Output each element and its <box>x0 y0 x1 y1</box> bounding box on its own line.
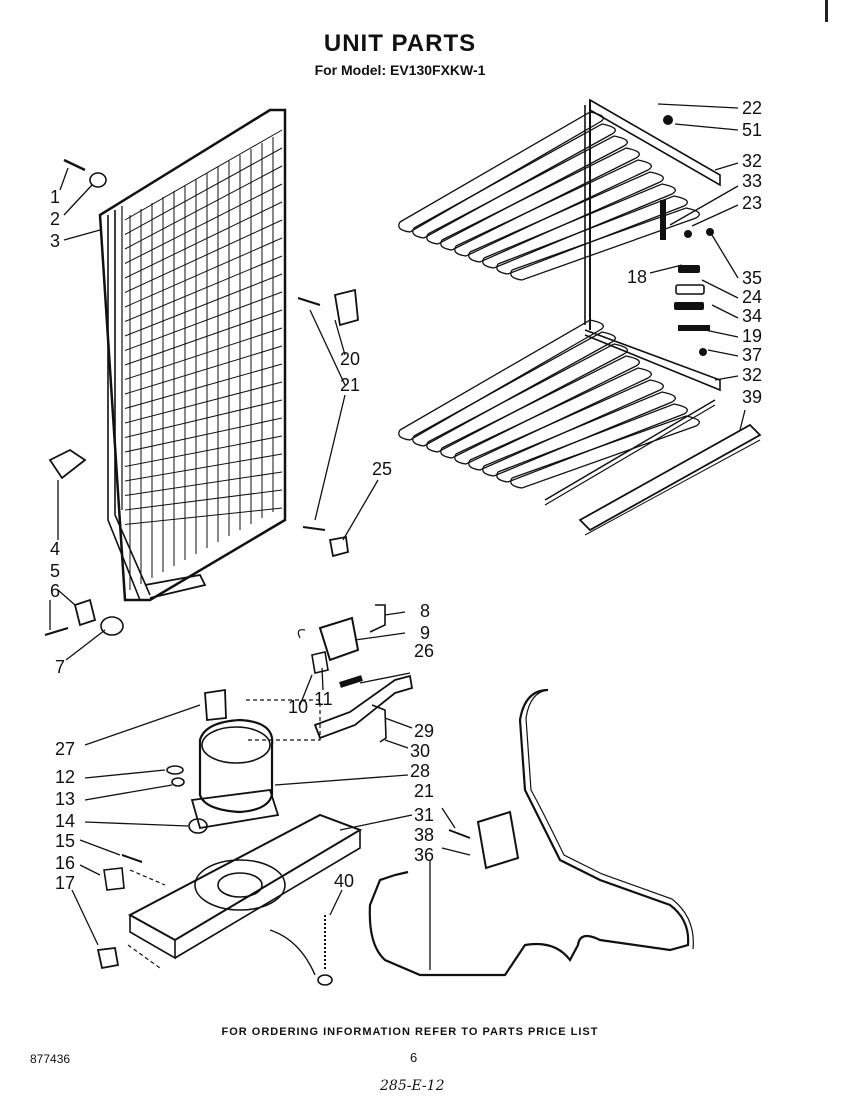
callout-20: 20 <box>340 349 361 369</box>
callout-51: 51 <box>742 120 763 140</box>
handwritten-note: 285-E-12 <box>380 1078 445 1094</box>
callout-31: 31 <box>414 805 435 825</box>
callout-1: 1 <box>50 187 61 207</box>
callout-13: 13 <box>55 789 76 809</box>
callout-22: 22 <box>742 98 763 118</box>
callout-34: 34 <box>742 306 763 326</box>
callout-8: 8 <box>420 601 431 621</box>
callout-28: 28 <box>410 761 431 781</box>
callout-19: 19 <box>742 326 763 346</box>
callout-7: 7 <box>55 657 66 677</box>
callout-25: 25 <box>372 459 393 479</box>
model-subtitle: For Model: EV130FXKW-1 <box>314 62 486 78</box>
document-number: 877436 <box>30 1052 71 1066</box>
callout-32-upper: 32 <box>742 151 763 171</box>
callout-29: 29 <box>414 721 435 741</box>
refrigerant-tubing <box>368 688 690 977</box>
callout-4: 4 <box>50 539 61 559</box>
bracket-20 <box>333 288 359 327</box>
callout-12: 12 <box>55 767 76 787</box>
condenser-coil <box>98 108 287 602</box>
callout-37: 37 <box>742 345 763 365</box>
callout-33: 33 <box>742 171 763 191</box>
callout-24: 24 <box>742 287 763 307</box>
callout-16: 16 <box>55 853 76 873</box>
relay-27 <box>204 688 227 721</box>
callout-3: 3 <box>50 231 61 251</box>
drip-tray <box>578 423 762 532</box>
callout-39: 39 <box>742 387 763 407</box>
callout-18: 18 <box>627 267 648 287</box>
callout-10: 10 <box>288 697 309 717</box>
callout-36: 36 <box>414 845 435 865</box>
callout-14: 14 <box>55 811 76 831</box>
callout-27: 27 <box>55 739 76 759</box>
callout-26: 26 <box>414 641 435 661</box>
ordering-note: FOR ORDERING INFORMATION REFER TO PARTS … <box>221 1026 599 1038</box>
page-edge-mark <box>825 0 828 22</box>
page-number: 6 <box>410 1050 418 1065</box>
callout-6: 6 <box>50 581 61 601</box>
callout-38: 38 <box>414 825 435 845</box>
callout-21-upper: 21 <box>340 375 361 395</box>
callout-40: 40 <box>334 871 355 891</box>
callout-35: 35 <box>742 268 763 288</box>
callout-17: 17 <box>55 873 76 893</box>
callout-23: 23 <box>742 193 763 213</box>
clip-25 <box>328 535 349 558</box>
callout-2: 2 <box>50 209 61 229</box>
terminal-block <box>476 810 520 870</box>
callout-15: 15 <box>55 831 76 851</box>
compressor-base-plate <box>127 813 363 969</box>
callout-9: 9 <box>420 623 431 643</box>
page-title: UNIT PARTS <box>323 30 477 57</box>
compressor <box>190 718 280 830</box>
callout-11: 11 <box>314 689 333 709</box>
callout-5: 5 <box>50 561 61 581</box>
evaporator-coils <box>398 98 721 506</box>
callout-32-lower: 32 <box>742 365 763 385</box>
callout-30: 30 <box>410 741 431 761</box>
callout-21-lower: 21 <box>414 781 435 801</box>
